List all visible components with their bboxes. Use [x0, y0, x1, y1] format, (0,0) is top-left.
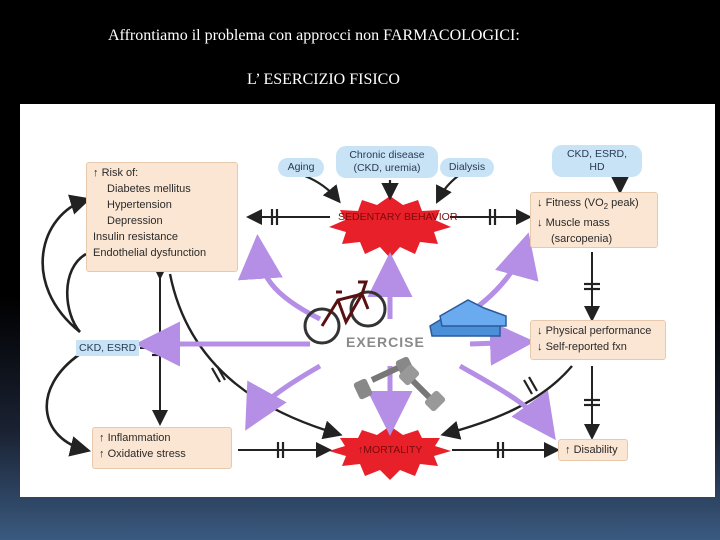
sarcopenia-text: (sarcopenia) — [551, 233, 613, 246]
exercise-to-disability — [458, 363, 556, 441]
chronic-disease-subtext: (CKD, uremia) — [353, 162, 421, 174]
risk-item: Diabetes mellitus — [107, 183, 191, 195]
right-mortality-curve — [440, 365, 573, 440]
bicycle-icon — [303, 280, 387, 345]
chronic-disease-label: Chronic disease (CKD, uremia) — [336, 146, 438, 178]
mortality-text: ↑MORTALITY — [358, 444, 423, 456]
disability-line: ↑ Disability — [565, 444, 618, 456]
physical-line: ↓ Physical performance — [537, 325, 652, 337]
inflammation-text: Inflammation — [107, 432, 171, 444]
sneakers-icon — [429, 299, 507, 337]
inflammation-line: ↑ Inflammation — [99, 432, 171, 444]
fitness-subscript: 2 — [603, 202, 609, 212]
fitness-box: ↓ Fitness (VO2 peak) ↓ Muscle mass (sarc… — [530, 192, 658, 248]
performance-box: ↓ Physical performance ↓ Self-reported f… — [530, 320, 666, 360]
exercise-label: EXERCISE — [346, 334, 425, 350]
dialysis-arrow — [436, 175, 459, 204]
chronic-disease-text: Chronic disease — [349, 149, 425, 161]
muscle-line: ↓ Muscle mass — [537, 217, 610, 230]
dialysis-label: Dialysis — [440, 158, 494, 177]
ckd-risk-curve — [41, 194, 91, 334]
disability-text: Disability — [573, 444, 618, 456]
fitness-line: ↓ Fitness (VO2 peak) — [537, 197, 639, 212]
self-line: ↓ Self-reported fxn — [537, 341, 627, 353]
sedentary-text: SEDENTARY BEHAVIOR — [338, 211, 458, 223]
risk-item: Hypertension — [107, 199, 172, 211]
muscle-text: Muscle mass — [545, 217, 610, 230]
risk-heading-text: Risk of: — [101, 167, 139, 179]
exercise-to-performance — [469, 320, 535, 366]
left-mortality-curve — [168, 273, 343, 440]
exercise-to-inflammation — [245, 363, 322, 431]
ckd-esrd-side-text: CKD, ESRD — [79, 342, 137, 354]
disability-box: ↑ Disability — [558, 439, 628, 461]
mortality-text-value: MORTALITY — [363, 444, 423, 456]
title-line-2: L’ ESERCIZIO FISICO — [247, 71, 400, 88]
inflammation-box: ↑ Inflammation ↑ Oxidative stress — [92, 427, 232, 469]
oxidative-text: Oxidative stress — [107, 448, 186, 460]
ckd-inflammation-curve — [45, 352, 92, 457]
title-line-1: Affrontiamo il problema con approcci non… — [108, 27, 520, 44]
endothelial-dysfunction: Endothelial dysfunction — [93, 247, 207, 259]
insulin-resistance: Insulin resistance — [93, 231, 178, 243]
self-text: Self-reported fxn — [545, 341, 627, 353]
risk-item: Depression — [107, 215, 163, 227]
sedentary-burst — [329, 196, 451, 258]
fitness-text-end: peak) — [608, 197, 639, 209]
exercise-to-risk — [237, 234, 322, 322]
fitness-text: Fitness (VO — [545, 197, 604, 209]
ckd-esrd-hd-label: CKD, ESRD, HD — [552, 145, 642, 177]
risk-box: ↑ Risk of: Diabetes mellitus Hypertensio… — [86, 162, 238, 272]
aging-label: Aging — [278, 158, 324, 177]
oxidative-line: ↑ Oxidative stress — [99, 448, 186, 460]
physical-text: Physical performance — [545, 325, 652, 337]
risk-heading: ↑ Risk of: — [93, 167, 139, 179]
diagram-graphics — [41, 166, 629, 480]
dialysis-text: Dialysis — [448, 161, 486, 173]
aging-text: Aging — [287, 161, 315, 173]
dumbbells-icon — [353, 356, 446, 412]
aging-arrow — [304, 174, 341, 204]
exercise-diagram: Aging Chronic disease (CKD, uremia) Dial… — [20, 104, 715, 497]
ckd-esrd-side-label: CKD, ESRD — [76, 340, 140, 356]
risk-ckd-curve — [65, 252, 87, 333]
mortality-burst — [329, 426, 451, 480]
ckd-esrd-hd-text: CKD, ESRD, HD — [566, 148, 628, 173]
